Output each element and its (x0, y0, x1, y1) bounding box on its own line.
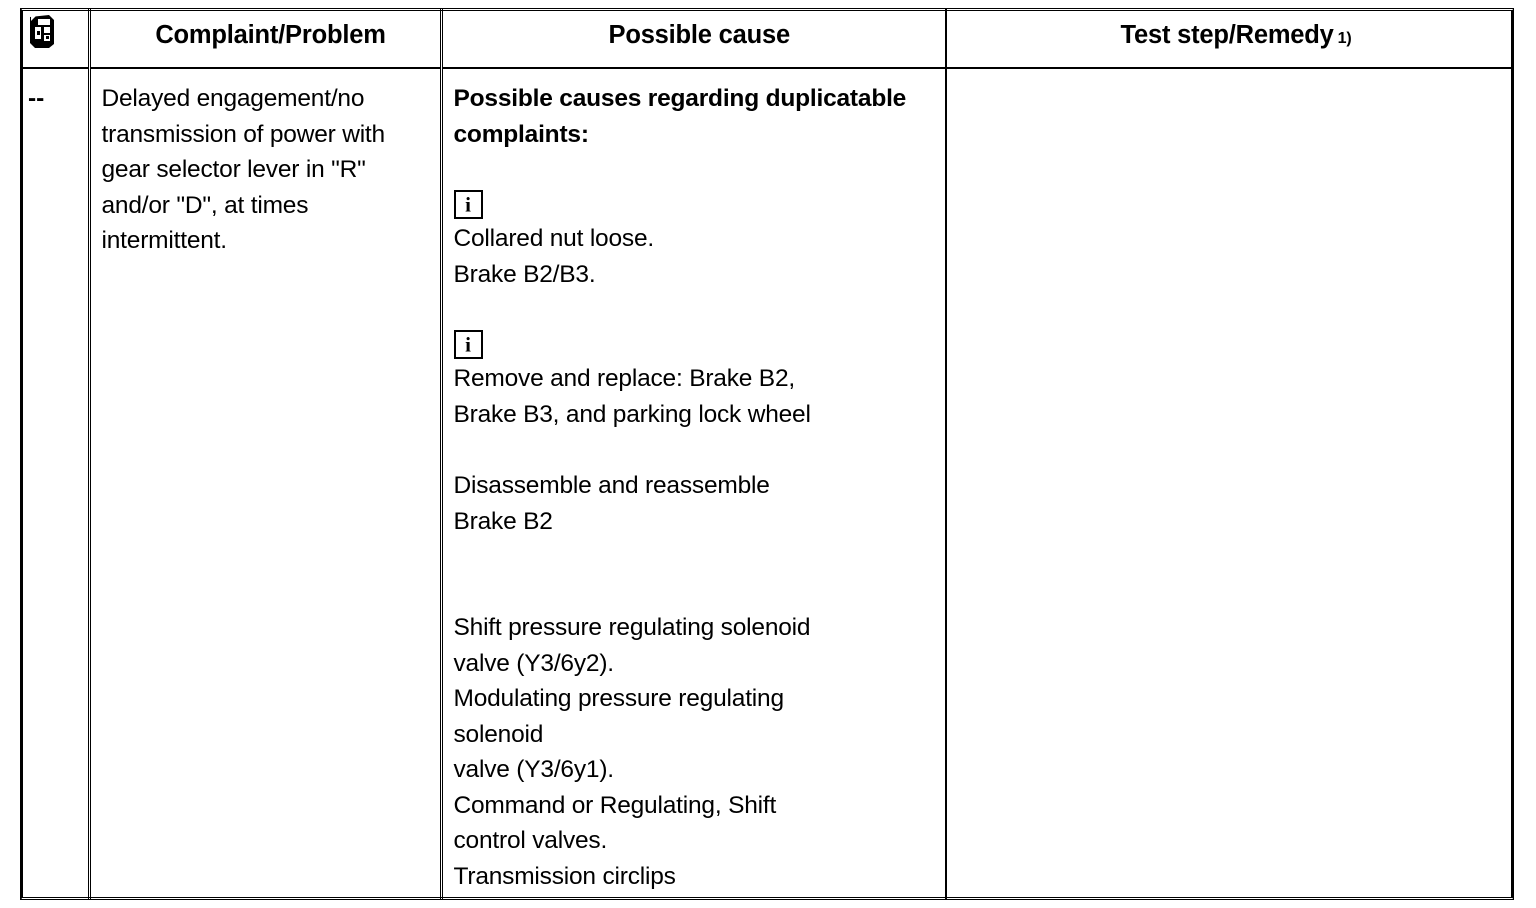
cause-line: Modulating pressure regulating (453, 685, 785, 712)
cause-content: Possible causes regarding duplicatable c… (443, 69, 946, 894)
cause-line: valve (Y3/6y2). (453, 649, 615, 677)
cause-line: Transmission circlips (453, 862, 676, 890)
troubleshooting-table: Complaint/Problem Possible cause Test st… (20, 8, 1514, 900)
header-cell-complaint: Complaint/Problem (87, 8, 441, 69)
troubleshooting-table-wrapper: Complaint/Problem Possible cause Test st… (20, 8, 1514, 900)
cell-complaint: Delayed engagement/no transmission of po… (87, 68, 441, 900)
header-label-cause: Possible cause (608, 21, 791, 49)
cause-line: Shift pressure regulating solenoid (453, 614, 811, 641)
cause-line: valve (Y3/6y1). (453, 756, 615, 783)
cause-line: solenoid (453, 720, 544, 748)
cause-line: Disassemble and reassemble (453, 472, 770, 499)
cause-line: Collared nut loose. (453, 225, 655, 252)
remedy-text (947, 69, 1514, 81)
cause-line: control valves. (453, 827, 608, 854)
info-icon: i (453, 330, 483, 359)
info-icon: i (453, 190, 483, 219)
cause-line: Brake B3, and parking lock wheel (453, 400, 811, 428)
info-icon-glyph: i (465, 332, 471, 356)
header-label-remedy-text: Test step/Remedy (1120, 21, 1334, 49)
spacer (454, 432, 940, 468)
cause-line: Brake B2/B3. (453, 260, 596, 288)
cause-heading: Possible causes regarding duplicatable c… (453, 85, 907, 148)
table-header-row: Complaint/Problem Possible cause Test st… (20, 8, 1514, 69)
cause-line: Command or Regulating, Shift (453, 791, 777, 819)
header-label-complaint: Complaint/Problem (155, 21, 386, 49)
table-row: -- Delayed engagement/no transmission of… (20, 68, 1514, 900)
header-footnote-marker: 1) (1337, 30, 1352, 47)
header-cell-cause: Possible cause (439, 8, 946, 69)
header-cell-marker (20, 8, 89, 69)
row-marker: -- (28, 85, 45, 112)
complaint-text: Delayed engagement/no transmission of po… (101, 85, 386, 254)
cause-line: Brake B2 (453, 507, 553, 535)
info-icon-glyph: i (465, 192, 471, 216)
cell-test-step-remedy (945, 68, 1514, 900)
cause-line: Remove and replace: Brake B2, (453, 365, 796, 392)
cell-marker: -- (20, 68, 89, 900)
diagnostic-tester-icon (27, 14, 57, 52)
spacer (454, 152, 940, 187)
spacer (454, 539, 940, 610)
spacer (454, 292, 940, 327)
cell-possible-cause: Possible causes regarding duplicatable c… (439, 68, 946, 900)
